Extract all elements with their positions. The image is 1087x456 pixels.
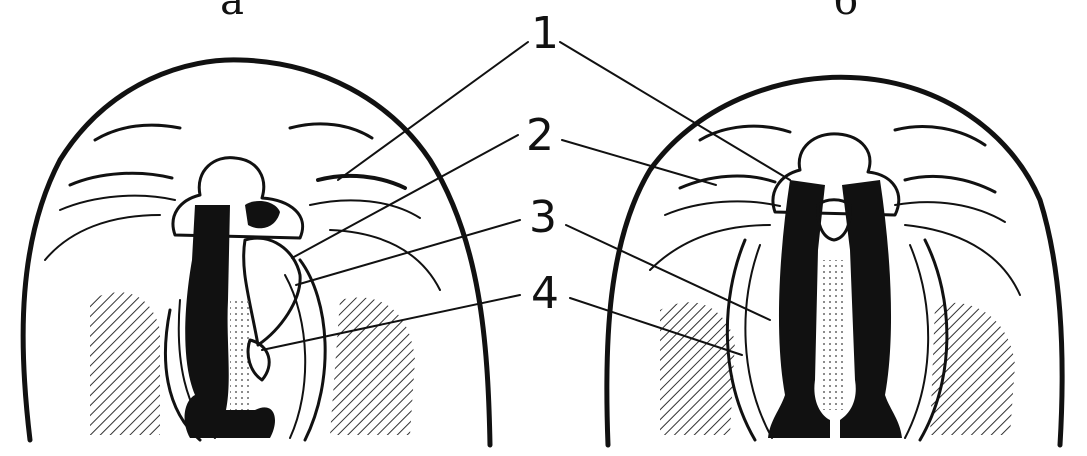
left-cheek-hatch-left — [90, 292, 160, 435]
right-cheek-hatch-left — [660, 302, 735, 435]
callout-3: 3 — [529, 192, 557, 243]
left-cleft-opening — [185, 205, 275, 438]
callout-4: 4 — [531, 268, 559, 319]
left-cheek-hatch-right — [330, 298, 415, 436]
right-cleft-opening-left — [768, 180, 830, 438]
left-face — [23, 60, 490, 445]
panel-letter-a: а — [220, 0, 244, 24]
callout-1: 1 — [531, 8, 559, 59]
panel-letter-b: б — [834, 0, 858, 24]
right-face — [607, 77, 1062, 445]
right-cheek-hatch-right — [930, 303, 1015, 435]
callout-2: 2 — [526, 110, 554, 161]
